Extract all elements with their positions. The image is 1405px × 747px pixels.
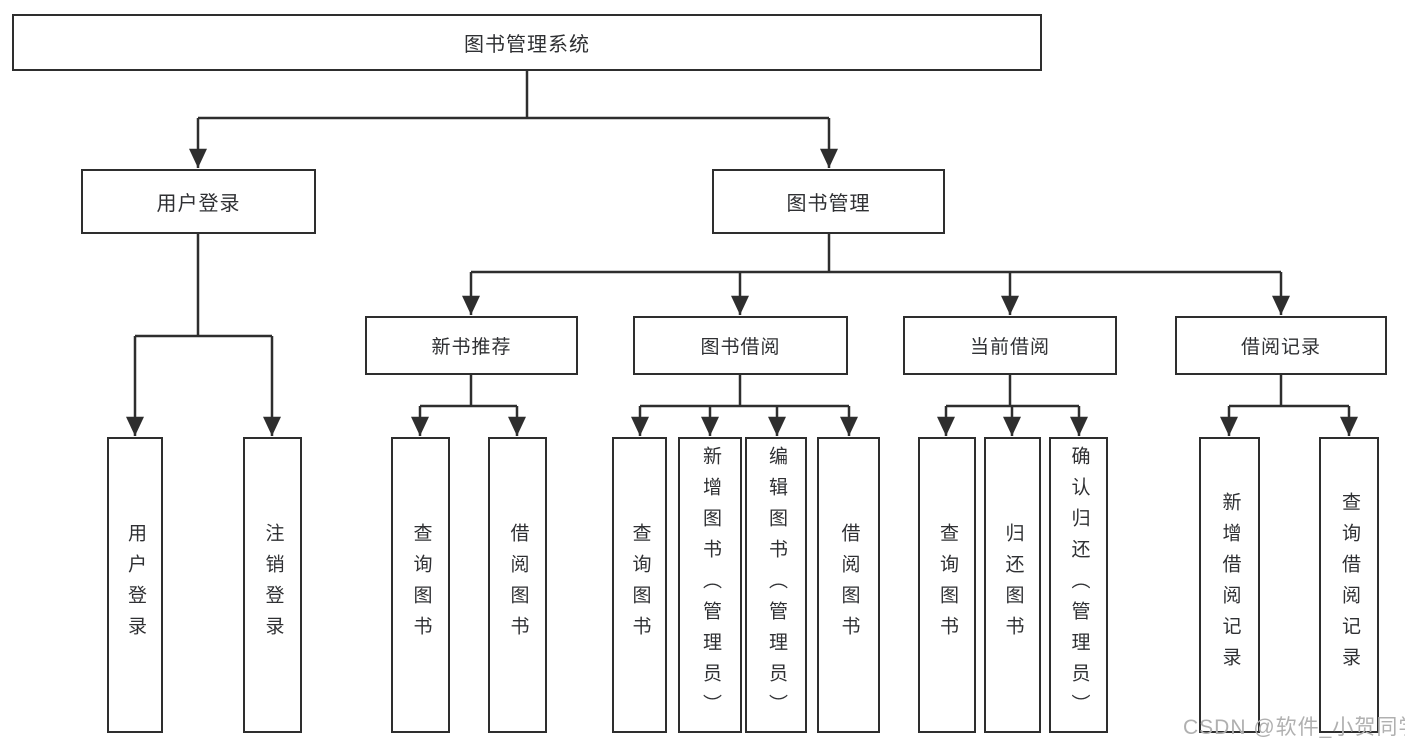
node-leaf-add-borrow-record: 新增借阅记录	[1199, 437, 1260, 733]
node-label: 图书借阅	[700, 337, 781, 358]
node-label: 用户登录	[124, 523, 146, 647]
node-leaf-edit-books-admin: 编辑图书（管理员）	[745, 437, 807, 733]
node-label: 新书推荐	[431, 337, 512, 358]
node-label: 编辑图书（管理员）	[765, 445, 787, 725]
node-label: 新增借阅记录	[1219, 492, 1241, 678]
node-label: 当前借阅	[969, 337, 1050, 358]
node-label: 借阅图书	[507, 523, 529, 647]
node-leaf-query-books-recommend: 查询图书	[391, 437, 450, 733]
node-label: 借阅图书	[838, 523, 860, 647]
node-new-book-recommendation: 新书推荐	[365, 316, 578, 375]
node-book-borrowing: 图书借阅	[633, 316, 848, 375]
node-label: 归还图书	[1002, 523, 1024, 647]
node-label: 新增图书（管理员）	[699, 445, 721, 725]
csdn-watermark: CSDN @软件_小贺同学	[1183, 716, 1405, 739]
node-leaf-query-books-current: 查询图书	[918, 437, 976, 733]
node-leaf-query-borrow-record: 查询借阅记录	[1319, 437, 1379, 733]
node-leaf-borrow-books-recommend: 借阅图书	[488, 437, 547, 733]
node-leaf-return-books: 归还图书	[984, 437, 1041, 733]
node-user-login: 用户登录	[81, 169, 316, 234]
node-label: 查询借阅记录	[1338, 492, 1360, 678]
node-label: 查询图书	[629, 523, 651, 647]
node-label: 借阅记录	[1240, 337, 1321, 358]
node-label: 图书管理	[786, 193, 871, 215]
node-label: 查询图书	[936, 523, 958, 647]
node-leaf-user-login: 用户登录	[107, 437, 163, 733]
node-leaf-query-books-borrowing: 查询图书	[612, 437, 667, 733]
node-label: 注销登录	[262, 523, 284, 647]
node-book-management: 图书管理	[712, 169, 945, 234]
node-current-borrowing: 当前借阅	[903, 316, 1117, 375]
node-leaf-logout: 注销登录	[243, 437, 302, 733]
node-leaf-add-books-admin: 新增图书（管理员）	[678, 437, 742, 733]
node-borrowing-records: 借阅记录	[1175, 316, 1387, 375]
node-library-management-system: 图书管理系统	[12, 14, 1042, 71]
node-label: 用户登录	[156, 193, 241, 215]
node-label: 确认归还（管理员）	[1068, 445, 1090, 725]
node-label: 图书管理系统	[464, 34, 590, 56]
node-leaf-borrow-books: 借阅图书	[817, 437, 880, 733]
node-leaf-confirm-return-admin: 确认归还（管理员）	[1049, 437, 1108, 733]
node-label: 查询图书	[410, 523, 432, 647]
